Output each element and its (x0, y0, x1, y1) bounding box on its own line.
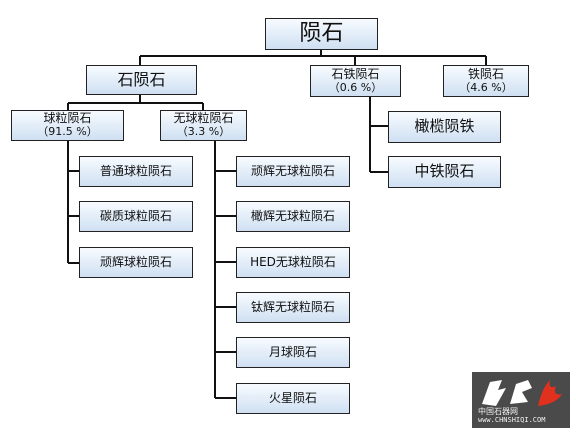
chondrite-type-label: 碳质球粒陨石 (99, 208, 172, 223)
achondrite-type-node: HED无球粒陨石 (236, 247, 350, 278)
iron-meteorite-node: 铁陨石 （4.6 %） (443, 65, 529, 97)
chondrite-type-label: 顽辉球粒陨石 (99, 254, 172, 269)
achondrite-type-node: 火星陨石 (236, 383, 350, 414)
stony-iron-type-label: 橄榄陨铁 (414, 117, 475, 136)
iron-label: 铁陨石 (467, 66, 504, 81)
stony-meteorite-label: 石陨石 (117, 69, 166, 89)
stony-iron-share: （0.6 %） (328, 80, 383, 94)
watermark-url: www.CHNSHIQI.COM (478, 416, 546, 424)
chondrite-share: （91.5 %） (37, 125, 98, 139)
iron-share: （4.6 %） (459, 80, 513, 94)
achondrite-type-node: 橄辉无球粒陨石 (236, 201, 350, 232)
chondrite-type-node: 顽辉球粒陨石 (79, 247, 193, 278)
stony-iron-type-node: 橄榄陨铁 (388, 111, 501, 143)
achondrite-type-node: 月球陨石 (236, 337, 350, 368)
stony-iron-meteorite-node: 石铁陨石 （0.6 %） (310, 65, 401, 97)
root-label: 陨石 (299, 21, 344, 47)
achondrite-type-node: 顽辉无球粒陨石 (236, 156, 350, 187)
watermark-logo: 中国石器网 www.CHNSHIQI.COM (472, 372, 570, 428)
root-node: 陨石 (265, 18, 378, 50)
chondrite-node: 球粒陨石 （91.5 %） (11, 110, 124, 141)
achondrite-type-label: 顽辉无球粒陨石 (250, 163, 335, 178)
chondrite-type-label: 普通球粒陨石 (99, 163, 172, 178)
achondrite-type-label: 月球陨石 (268, 344, 317, 359)
stony-iron-type-label: 中铁陨石 (414, 162, 475, 181)
chondrite-type-node: 普通球粒陨石 (79, 156, 193, 187)
chondrite-label: 球粒陨石 (43, 111, 92, 126)
stony-meteorite-node: 石陨石 (86, 65, 197, 95)
watermark-text: 中国石器网 (478, 407, 518, 416)
achondrite-type-label: 橄辉无球粒陨石 (250, 208, 335, 223)
achondrite-label: 无球粒陨石 (173, 111, 234, 126)
achondrite-type-node: 钛辉无球粒陨石 (236, 292, 350, 323)
achondrite-node: 无球粒陨石 （3.3 %） (160, 110, 247, 141)
chondrite-type-node: 碳质球粒陨石 (79, 201, 193, 232)
achondrite-type-label: 钛辉无球粒陨石 (250, 299, 335, 314)
stony-iron-type-node: 中铁陨石 (388, 156, 501, 188)
achondrite-type-label: 火星陨石 (268, 390, 317, 405)
stony-iron-label: 石铁陨石 (331, 66, 380, 81)
achondrite-type-label: HED无球粒陨石 (250, 254, 336, 269)
achondrite-share: （3.3 %） (176, 125, 231, 139)
logo-mark-icon (482, 380, 562, 406)
